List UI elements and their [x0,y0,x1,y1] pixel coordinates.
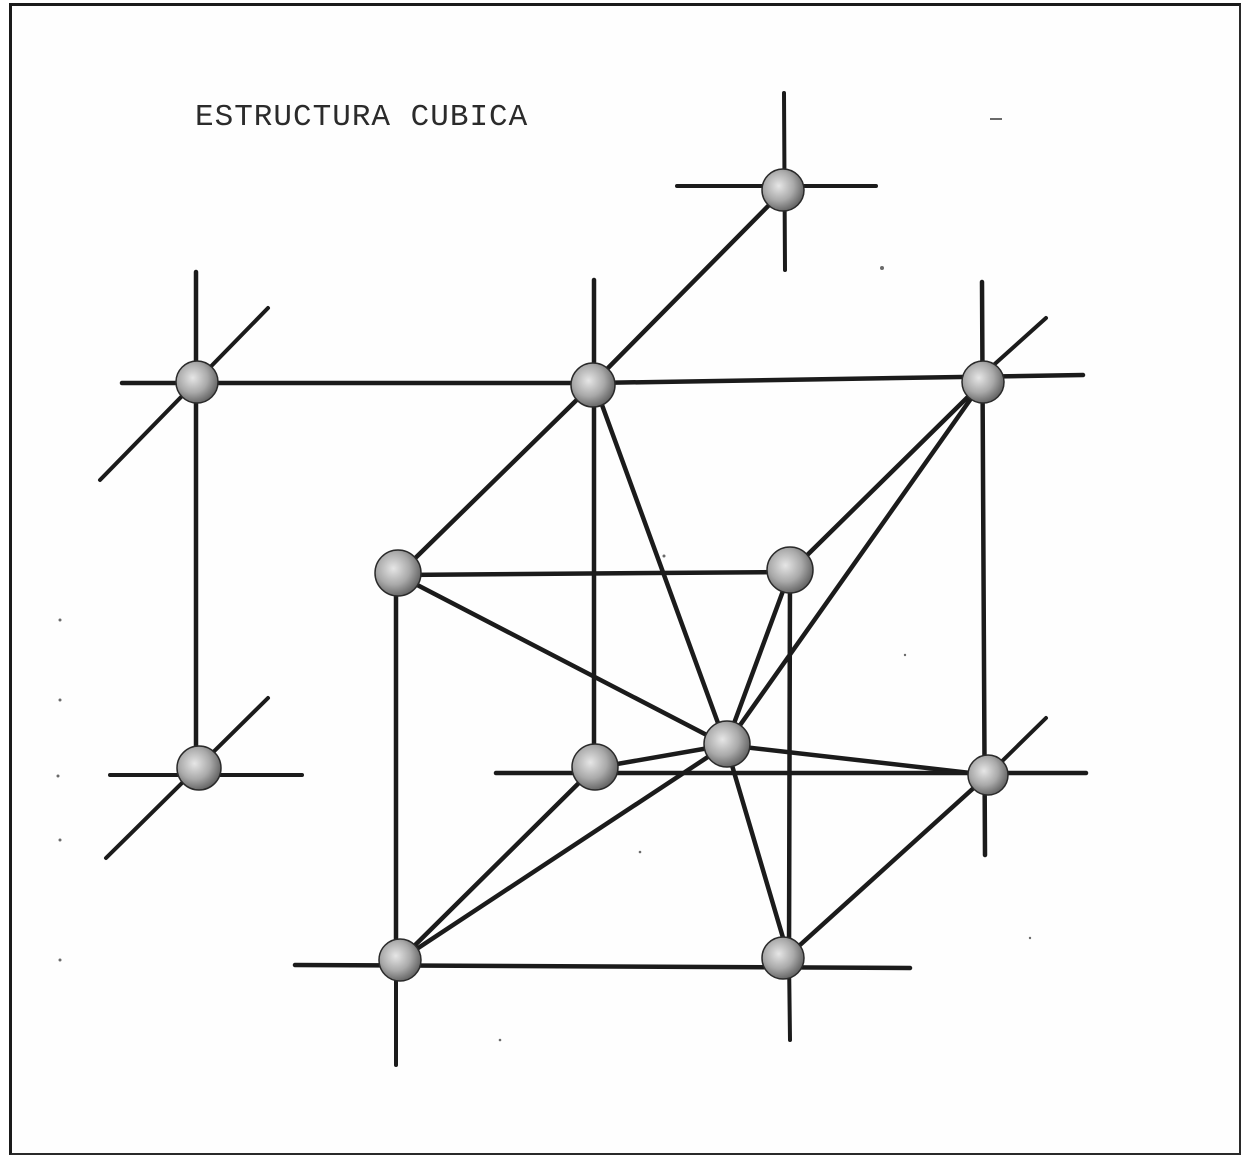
lattice-stub-lines [98,91,1048,1067]
bond-center-to-back-top [591,380,729,748]
diagram-frame [9,3,1241,1155]
atom-top [761,168,805,212]
bond-center-to-front-bottom-right [723,742,792,961]
bond-center-to-front-bottom-left [397,742,729,963]
atom-back-bottom-center [571,743,619,791]
lattice-atoms [175,168,1009,982]
atom-back-top-center [570,362,616,408]
atom-back-top-left [175,360,219,404]
lattice-bonds [119,189,1089,971]
bond-center-to-front-left [395,572,729,748]
atom-back-top-right [961,360,1005,404]
bond-front-to-back-top-left [395,380,597,578]
atom-front-top-left [374,549,422,597]
bond-center-to-right-mid [723,742,991,778]
scan-specks [56,118,1032,1042]
atom-back-bottom-left [176,745,222,791]
bond-center-to-back-right [723,380,985,748]
bond-top-edge-right [590,372,1086,386]
atom-front-bottom-right [761,936,805,980]
bond-front-to-back-top-right [787,380,985,575]
atom-front-bottom-left [378,938,422,982]
bond-front-bottom-to-back [397,765,597,963]
bond-center-to-front-top-right [723,569,793,748]
bond-front-right-vertical [786,569,793,961]
diagram-title: ESTRUCTURA CUBICA [195,100,529,135]
bond-to-top-atom [605,189,785,371]
atom-body-center [703,720,751,768]
bond-front-top-edge [395,569,793,578]
atom-back-bottom-right [967,754,1009,796]
atom-front-top-right [766,546,814,594]
bond-right-mid-to-front [797,772,991,948]
